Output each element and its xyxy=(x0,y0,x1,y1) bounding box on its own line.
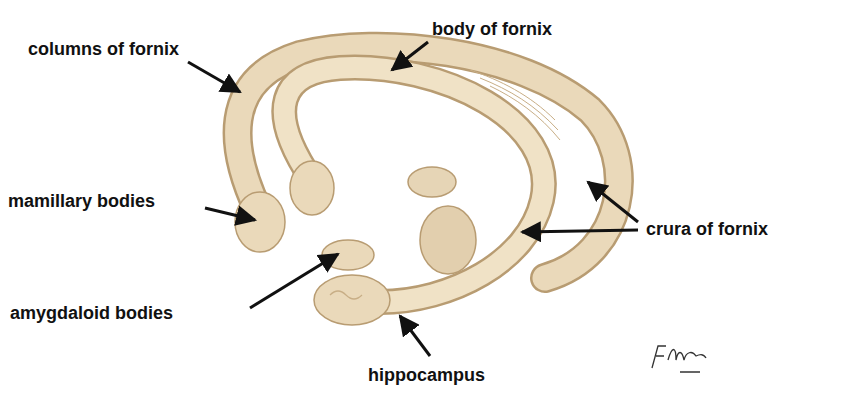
hippocampus-texture xyxy=(330,291,362,299)
part-label: body of fornix xyxy=(430,18,554,40)
artist-signature xyxy=(652,346,706,372)
part-label: crura of fornix xyxy=(644,218,770,240)
part-label: mamillary bodies xyxy=(6,190,157,212)
leader-lines xyxy=(188,42,638,356)
part-label: columns of fornix xyxy=(26,38,181,60)
amygdaloid-body xyxy=(322,240,374,270)
part-label: hippocampus xyxy=(366,364,487,386)
mamillary-body xyxy=(290,161,334,215)
hippocampus-shape xyxy=(314,275,390,325)
hippocampus-head xyxy=(420,206,476,274)
amygdaloid-body xyxy=(408,167,456,197)
mamillary-body xyxy=(235,192,285,252)
fornix-outline xyxy=(284,68,544,302)
fibre-texture xyxy=(470,70,560,140)
fornix-band xyxy=(284,68,544,302)
part-label: amygdaloid bodies xyxy=(8,302,175,324)
